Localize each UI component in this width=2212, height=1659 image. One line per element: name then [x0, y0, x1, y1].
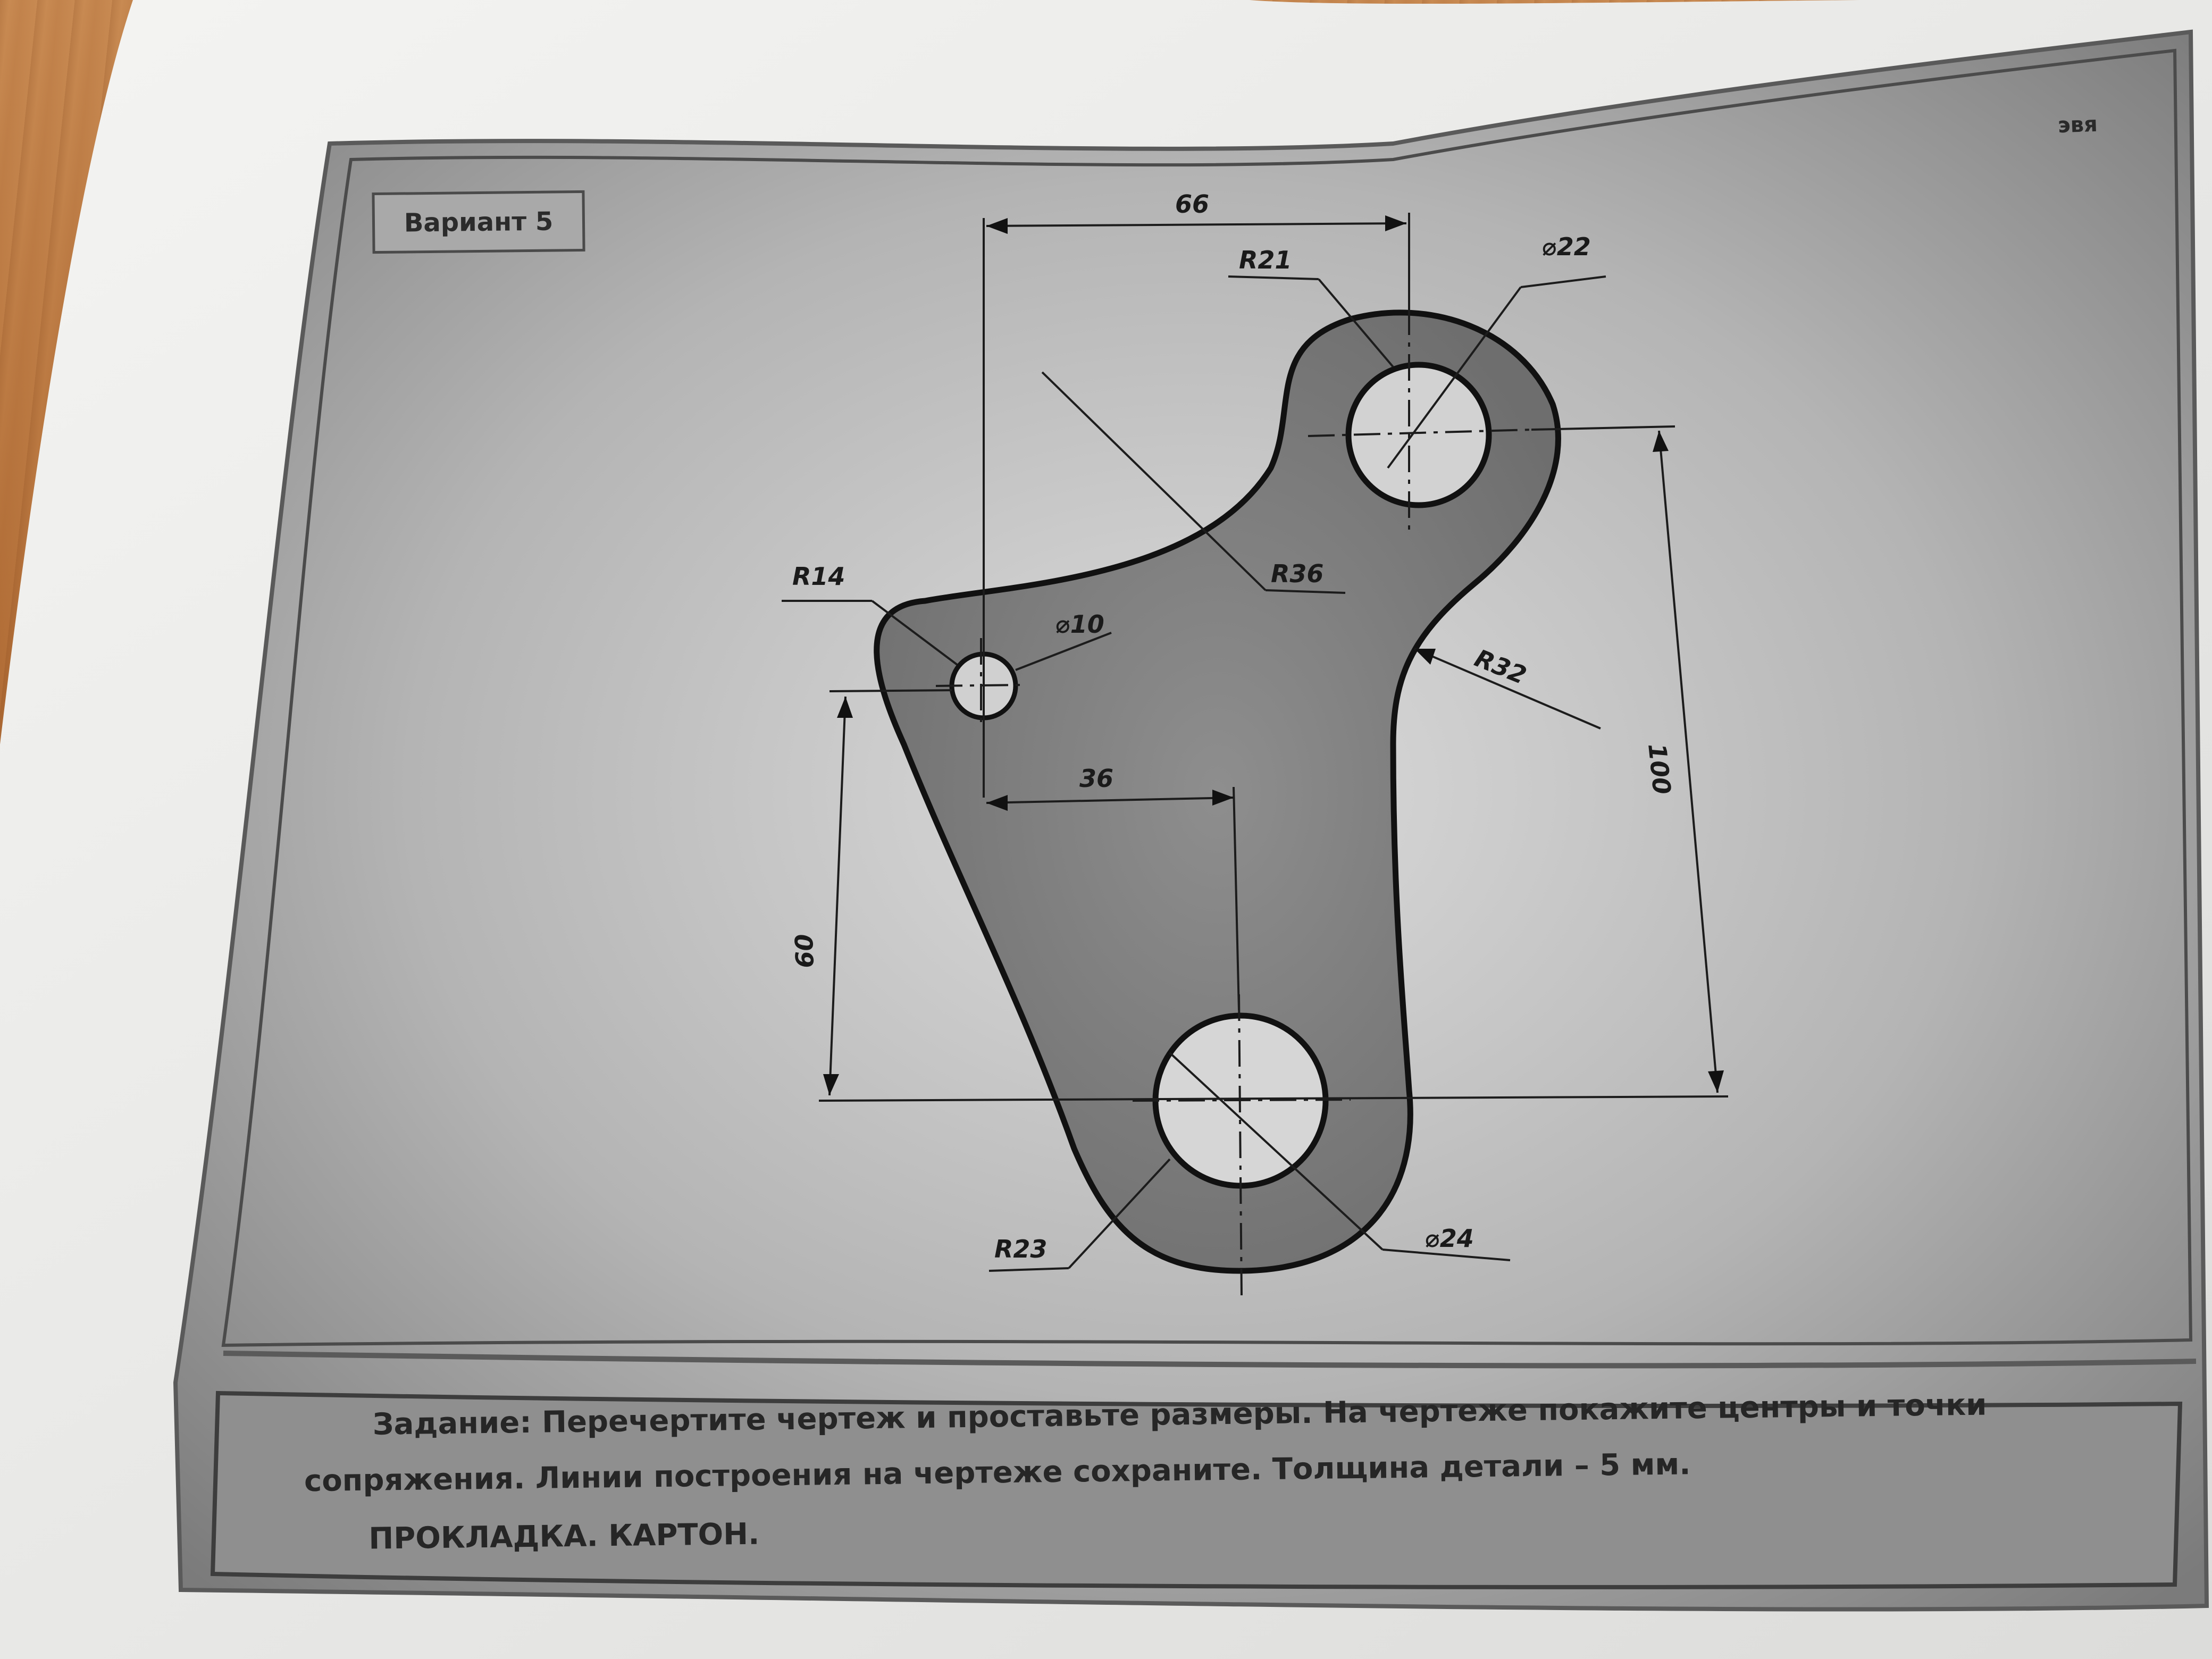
dim-diameter-10: ⌀10: [1055, 610, 1104, 639]
dim-66: 66: [1175, 190, 1209, 219]
hole-top: [1345, 362, 1492, 508]
dim-r14: R14: [792, 562, 845, 591]
construction-lines: [782, 213, 1729, 1272]
task-text-area: Задание: Перечертите чертеж и проставьте…: [223, 1370, 2118, 1585]
dim-100: 100: [1643, 742, 1677, 796]
corner-note: эвя: [2057, 112, 2098, 138]
dim-36: 36: [1079, 764, 1113, 793]
dim-r36: R36: [1271, 559, 1323, 588]
dim-diameter-24: ⌀24: [1425, 1224, 1474, 1253]
dim-r23: R23: [994, 1235, 1047, 1263]
task-box: [210, 1390, 2183, 1589]
task-line-3: ПРОКЛАДКА. КАРТОН.: [368, 1516, 760, 1556]
task-line-2: сопряжения. Линии построения на чертеже …: [304, 1447, 1691, 1499]
arrowheads: [823, 215, 1724, 1095]
task-line-1: Задание: Перечертите чертеж и проставьте…: [372, 1387, 1987, 1442]
dim-diameter-22: ⌀22: [1542, 232, 1591, 261]
dim-60: 60: [790, 934, 819, 969]
center-lines: [935, 308, 1532, 1298]
variant-badge: Вариант 5: [372, 190, 585, 254]
dim-r21: R21: [1239, 246, 1292, 274]
variant-label: Вариант 5: [404, 206, 554, 238]
inner-frame: [221, 48, 2193, 1347]
task-separator: [223, 1351, 2197, 1369]
